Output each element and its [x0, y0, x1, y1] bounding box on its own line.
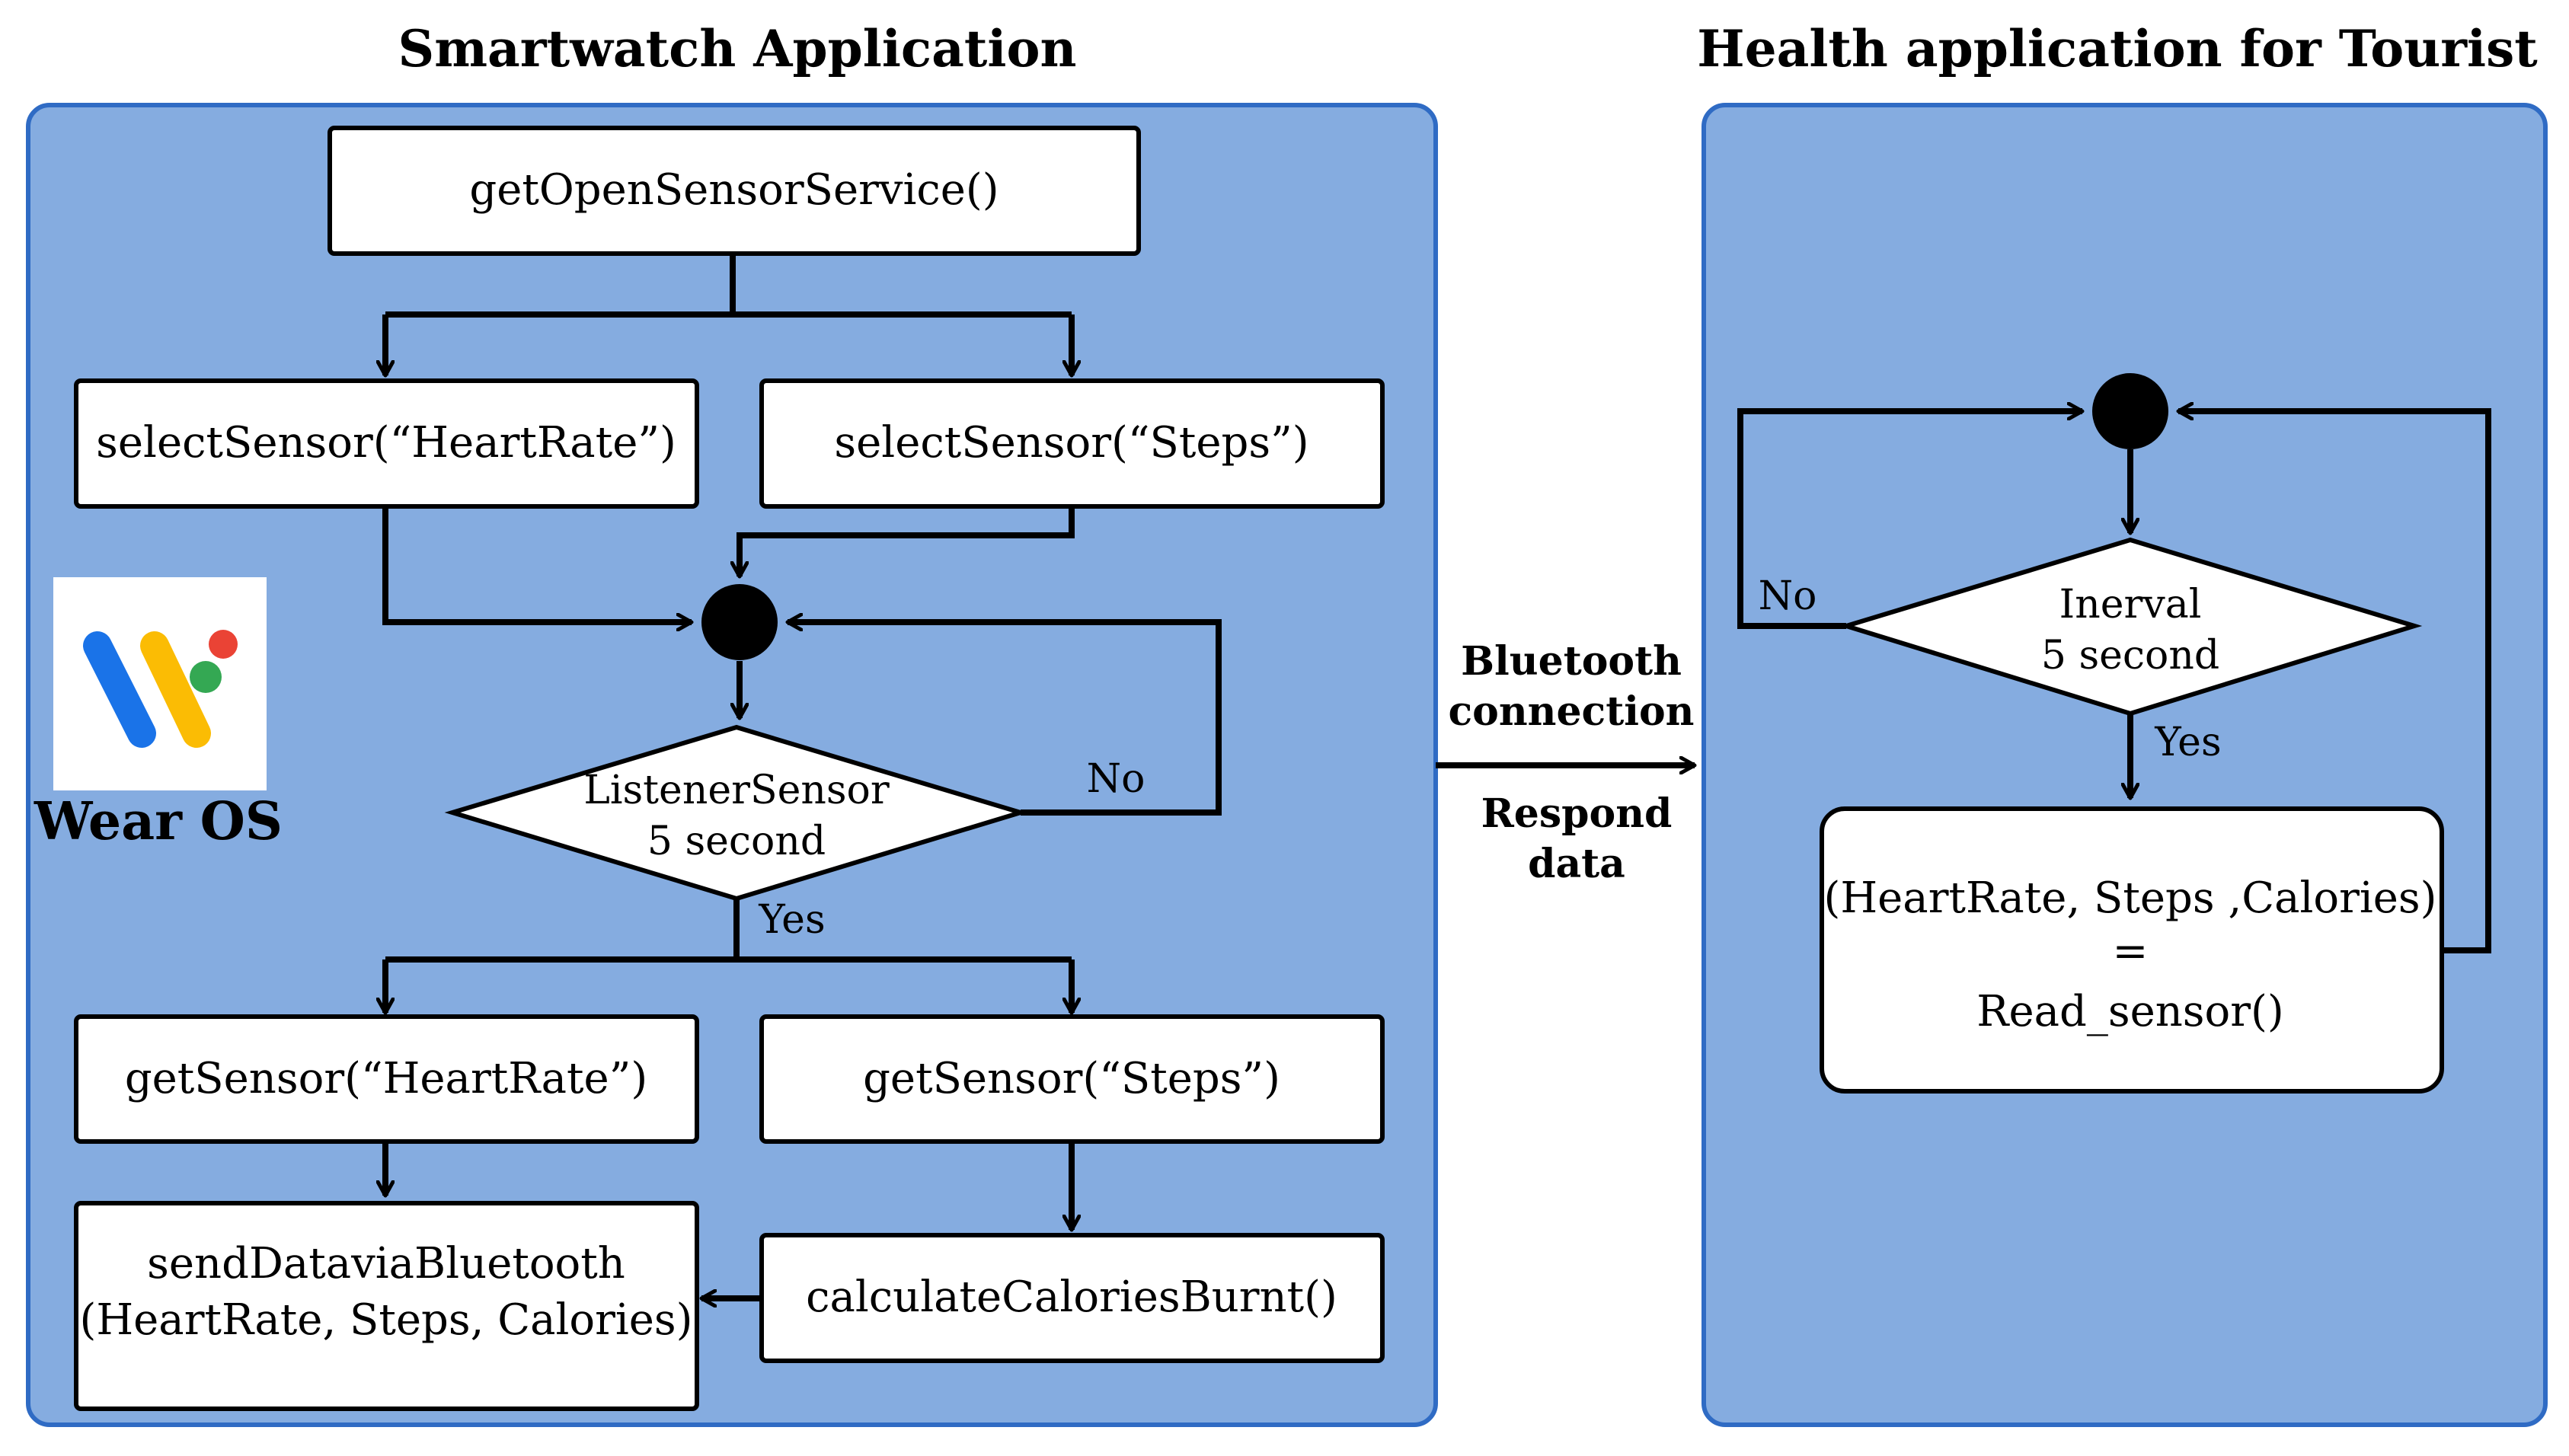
get-steps-box: [759, 1014, 1385, 1144]
arrow-listener-no-loop: [788, 622, 1222, 816]
listener-sensor-decision: [444, 724, 1029, 902]
respond-label: Respond: [1481, 790, 1673, 837]
listener-sensor-label: ListenerSensor: [583, 768, 890, 813]
select-steps-box: [759, 378, 1385, 509]
wear-os-yellow-stroke: [140, 631, 211, 748]
wear-os-logo: Wear OS: [34, 577, 283, 852]
merge-junction-node: [701, 584, 778, 660]
arrow-read-loop-back: [2178, 411, 2491, 953]
select-heartrate-box: [74, 378, 699, 509]
wear-os-green-dot: [190, 661, 222, 693]
read-sensor-tuple-label: (HeartRate, Steps ,Calories): [1823, 873, 2436, 923]
data-label: data: [1528, 841, 1625, 887]
select-steps-label: selectSensor(“Steps”): [834, 418, 1308, 468]
interval-yes-label: Yes: [2154, 720, 2221, 765]
bluetooth-label: Bluetooth: [1461, 638, 1682, 685]
arrow-heartrate-to-junction: [382, 506, 692, 622]
get-steps-label: getSensor(“Steps”): [863, 1054, 1280, 1103]
read-sensor-box: [1820, 806, 2444, 1094]
wear-os-red-dot: [209, 630, 238, 659]
arrow-interval-no-loop: [1737, 411, 2082, 629]
send-data-bluetooth-box: [74, 1201, 699, 1411]
read-sensor-equals-label: =: [2113, 927, 2149, 976]
interval-decision: [1838, 537, 2423, 717]
open-sensor-service-box: [328, 126, 1141, 256]
select-heartrate-label: selectSensor(“HeartRate”): [96, 418, 676, 468]
get-heartrate-box: [74, 1014, 699, 1144]
listener-interval-label: 5 second: [647, 819, 826, 864]
interval-label: Inerval: [2059, 582, 2202, 627]
arrow-steps-to-junction: [740, 506, 1075, 576]
open-sensor-service-label: getOpenSensorService(): [469, 165, 999, 215]
wear-os-blue-stroke: [83, 631, 156, 748]
send-data-bluetooth-label: sendDataviaBluetooth: [147, 1239, 625, 1288]
right-connectors: [1737, 411, 2491, 953]
get-heartrate-label: getSensor(“HeartRate”): [125, 1054, 647, 1103]
smartwatch-app-title: Smartwatch Application: [398, 19, 1077, 78]
interval-no-label: No: [1759, 573, 1817, 619]
calculate-calories-label: calculateCaloriesBurnt(): [806, 1272, 1337, 1322]
health-app-panel: [1701, 103, 2548, 1427]
calculate-calories-box: [759, 1233, 1385, 1363]
read-sensor-call-label: Read_sensor(): [1976, 987, 2283, 1036]
health-app-title: Health application for Tourist: [1697, 19, 2538, 78]
listener-no-label: No: [1087, 756, 1146, 802]
loop-junction-node: [2092, 373, 2168, 449]
connection-label: connection: [1449, 688, 1695, 735]
listener-yes-label: Yes: [758, 897, 825, 943]
send-data-params-label: (HeartRate, Steps, Calories): [79, 1295, 692, 1345]
left-connectors: [382, 254, 1222, 1298]
interval-seconds-label: 5 second: [2041, 633, 2219, 679]
wear-os-logo-text: Wear OS: [34, 791, 283, 852]
